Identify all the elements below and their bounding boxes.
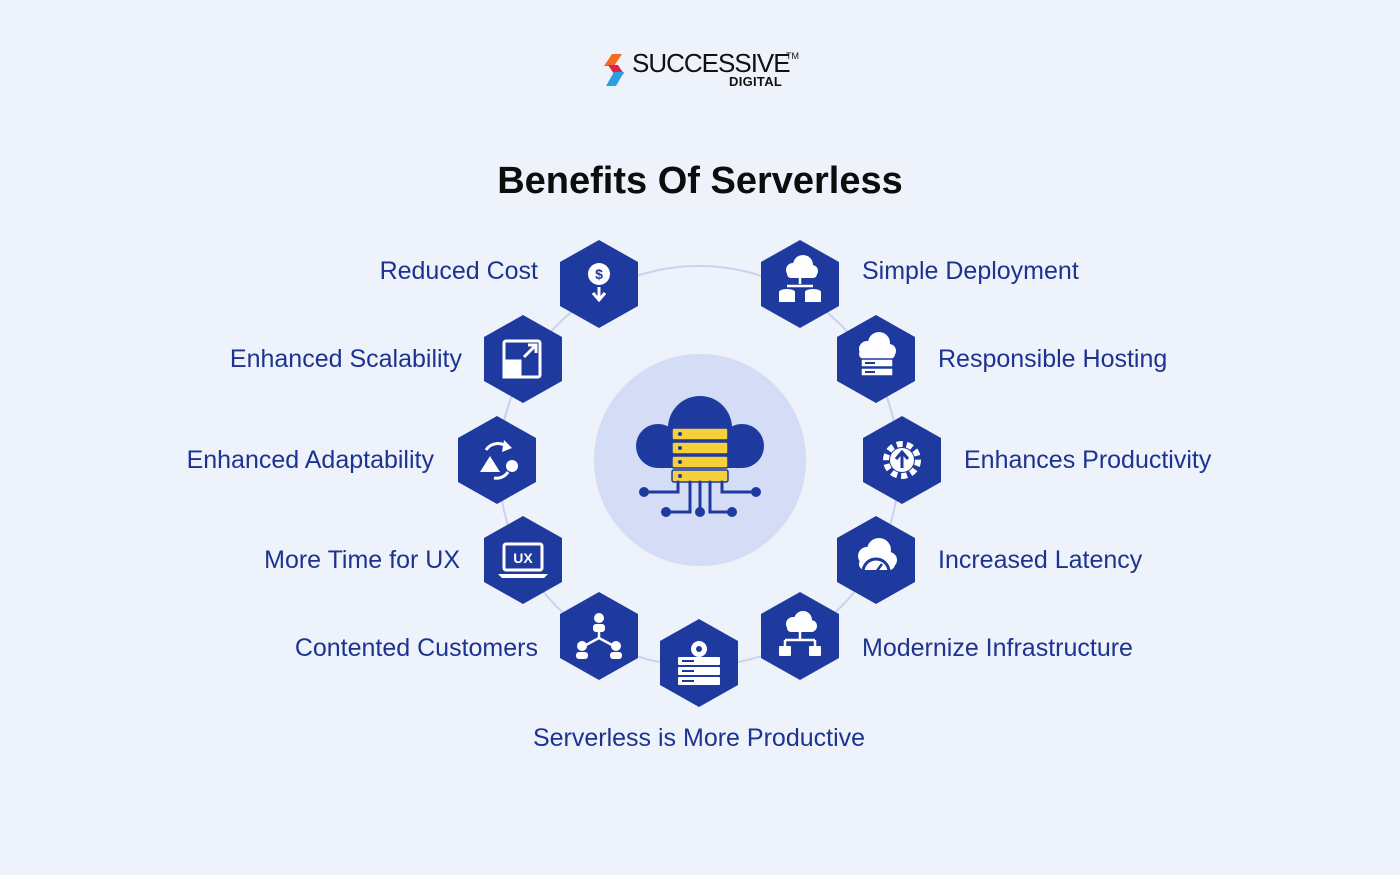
cloud-network-icon [779, 611, 821, 656]
label-serverless-productive: Serverless is More Productive [532, 724, 866, 752]
svg-text:UX: UX [513, 550, 533, 566]
svg-text:$: $ [595, 266, 603, 282]
contented-customers-hexagon [560, 592, 638, 680]
label-modernize-infrastructure: Modernize Infrastructure [862, 634, 1133, 662]
serverless-productive-hexagon [660, 619, 738, 707]
people-hierarchy-icon [576, 613, 622, 659]
label-increased-latency: Increased Latency [938, 546, 1143, 574]
enhanced-adaptability-hexagon [458, 416, 536, 504]
brand-logo: SUCCESSIVE TM DIGITAL [604, 48, 804, 94]
label-contented-customers: Contented Customers [294, 634, 538, 662]
logo-name: SUCCESSIVE [632, 48, 791, 78]
increased-latency-hexagon [837, 516, 915, 604]
label-more-time-ux: More Time for UX [264, 546, 460, 574]
center-illustration [594, 354, 806, 566]
gear-upload-icon [883, 441, 921, 479]
label-enhanced-scalability: Enhanced Scalability [229, 345, 462, 373]
resize-arrow-icon [502, 339, 542, 379]
label-enhances-productivity: Enhances Productivity [964, 446, 1212, 474]
page-title: Benefits Of Serverless [497, 160, 903, 202]
enhances-productivity-hexagon [863, 416, 941, 504]
simple-deployment-hexagon [761, 240, 839, 328]
server-gear-icon [678, 641, 720, 685]
cloud-gauge-icon [858, 538, 897, 573]
enhanced-scalability-hexagon [484, 315, 562, 403]
reduced-cost-hexagon: $ [560, 240, 638, 328]
logo-mark-icon [604, 54, 624, 86]
ux-laptop-icon: UX [498, 542, 548, 578]
cloud-server-network-icon [594, 354, 806, 566]
dollar-down-icon: $ [588, 263, 610, 303]
label-simple-deployment: Simple Deployment [862, 257, 1079, 285]
logo-subname: DIGITAL [729, 74, 783, 89]
cycle-shapes-icon [480, 440, 518, 480]
label-enhanced-adaptability: Enhanced Adaptability [186, 446, 434, 474]
more-time-ux-hexagon: UX [484, 516, 562, 604]
modernize-infrastructure-hexagon [761, 592, 839, 680]
label-responsible-hosting: Responsible Hosting [938, 345, 1168, 373]
cloud-server-icon [859, 332, 896, 377]
cloud-database-icon [779, 255, 821, 302]
responsible-hosting-hexagon [837, 315, 915, 403]
label-reduced-cost: Reduced Cost [379, 257, 538, 285]
logo-trademark: TM [786, 51, 799, 61]
